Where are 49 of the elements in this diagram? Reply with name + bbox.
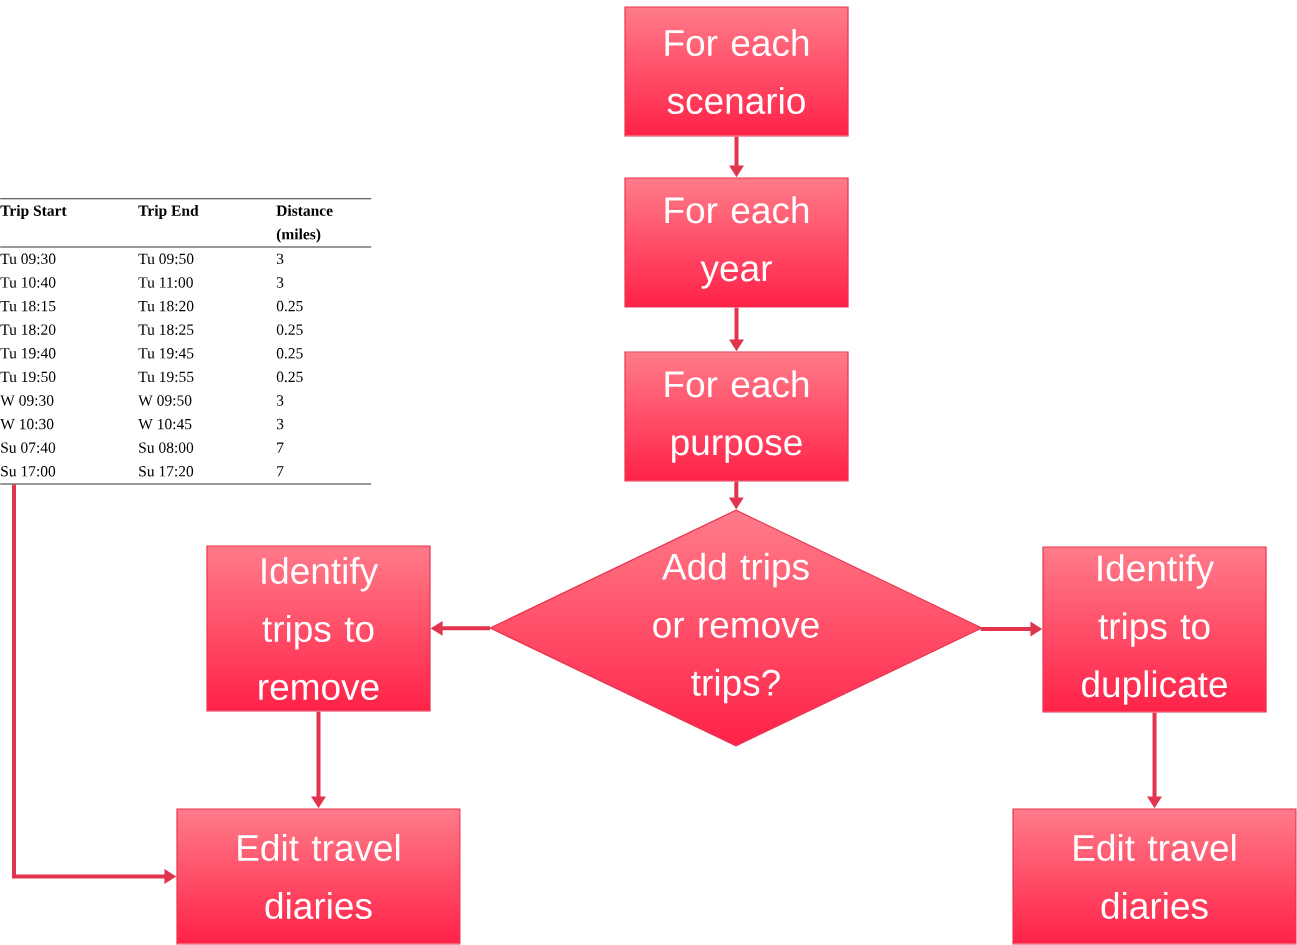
table-cell: Tu 09:30 bbox=[0, 253, 56, 265]
box-label: Edit travel diaries bbox=[1074, 833, 1236, 920]
column-header: Distance (miles) bbox=[276, 204, 333, 243]
table-cell: Su 17:20 bbox=[139, 466, 194, 477]
table-cell: 7 bbox=[277, 442, 284, 453]
process-box bbox=[176, 808, 461, 945]
process-box bbox=[624, 6, 849, 137]
box-label: Identify trips to remove bbox=[259, 556, 379, 701]
table-cell: 3 bbox=[276, 277, 284, 288]
table-cell: 0.25 bbox=[276, 324, 303, 335]
data-table bbox=[0, 198, 372, 485]
column-header: Trip Start bbox=[0, 204, 67, 219]
table-cell: Tu 19:55 bbox=[138, 371, 194, 383]
table-cell: W 09:50 bbox=[138, 395, 192, 406]
table-cell: Tu 10:40 bbox=[0, 277, 56, 288]
table-cell: W 09:30 bbox=[0, 395, 54, 406]
box-label: For each purpose bbox=[665, 370, 809, 463]
table-cell: Su 08:00 bbox=[139, 442, 194, 453]
table-cell: 3 bbox=[276, 395, 284, 406]
table-cell: Tu 18:20 bbox=[0, 324, 56, 335]
table-cell: 0.25 bbox=[276, 371, 303, 383]
box-label: Edit travel diaries bbox=[238, 833, 400, 920]
table-cell: 3 bbox=[276, 253, 284, 265]
table-cell: Tu 19:40 bbox=[0, 348, 56, 359]
table-cell: Tu 18:20 bbox=[138, 300, 194, 312]
process-box bbox=[624, 177, 849, 308]
table-cell: 0.25 bbox=[276, 348, 303, 359]
process-box bbox=[1042, 546, 1267, 713]
box-label: Identify trips to duplicate bbox=[1082, 554, 1227, 705]
table-cell: Tu 18:15 bbox=[0, 300, 56, 312]
table-cell: Su 17:00 bbox=[1, 466, 56, 477]
process-box bbox=[206, 545, 431, 712]
table-cell: Tu 09:50 bbox=[138, 253, 194, 265]
table-cell: W 10:45 bbox=[138, 418, 192, 430]
table-cell: Tu 19:45 bbox=[138, 348, 194, 359]
table-cell: 7 bbox=[277, 466, 284, 477]
table-cell: Tu 11:00 bbox=[138, 277, 193, 288]
table-cell: W 10:30 bbox=[0, 418, 54, 430]
table-cell: Tu 18:25 bbox=[138, 324, 194, 335]
box-label: Add trips or remove trips? bbox=[653, 552, 819, 704]
process-box bbox=[1012, 808, 1297, 945]
table-cell: 3 bbox=[276, 418, 284, 430]
column-header: Trip End bbox=[138, 204, 199, 219]
process-box bbox=[624, 351, 849, 482]
box-label: For each scenario bbox=[665, 28, 809, 115]
table-cell: Su 07:40 bbox=[1, 442, 56, 453]
box-label: For each year bbox=[665, 196, 809, 289]
table-cell: Tu 19:50 bbox=[0, 371, 56, 383]
table-cell: 0.25 bbox=[276, 300, 303, 312]
